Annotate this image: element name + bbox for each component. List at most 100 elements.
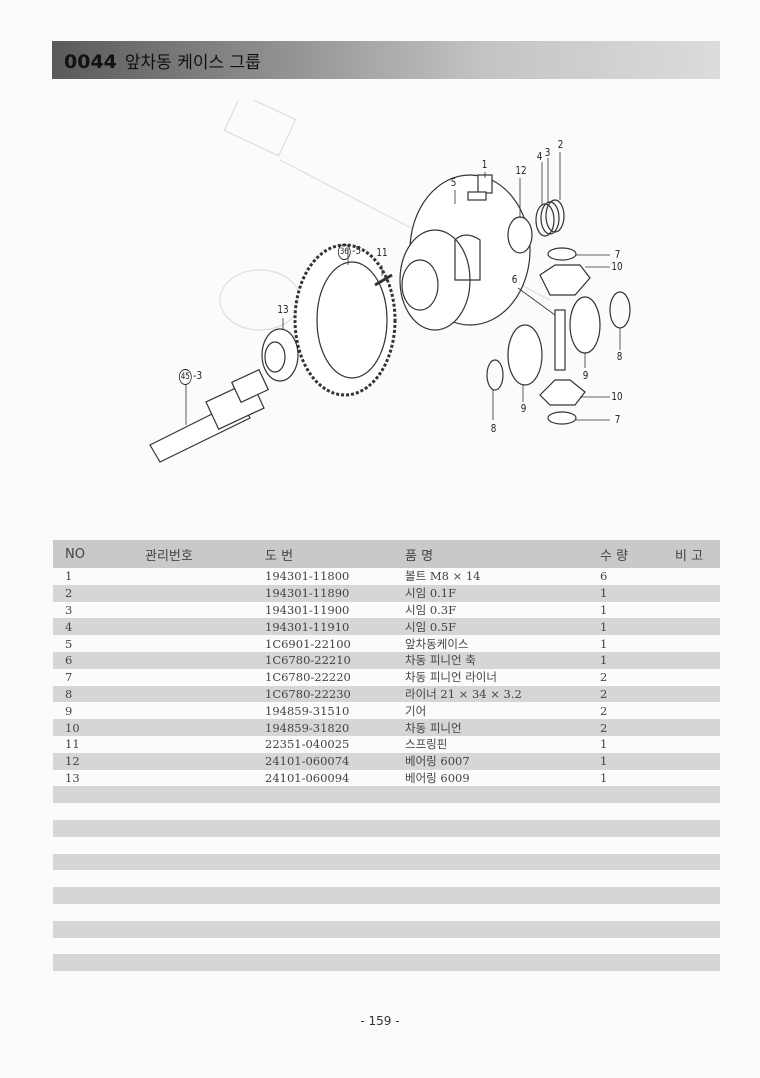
callout-7b: 7	[614, 413, 621, 426]
callout-7: 7	[614, 248, 621, 261]
cell-quantity	[600, 938, 675, 955]
cell-quantity: 2	[600, 685, 675, 703]
section-name: 앞차동 케이스 그룹	[124, 53, 261, 73]
callout-6: 6	[511, 273, 518, 286]
empty-table-row	[53, 870, 720, 887]
cell-quantity: 1	[600, 636, 608, 651]
cell-part-name	[405, 954, 600, 972]
callout-8b: 8	[490, 422, 497, 435]
cell-drawing-number	[265, 803, 405, 820]
cell-drawing-number: 194301-11910	[265, 618, 405, 636]
cell-no	[53, 803, 145, 820]
cell-part-name	[405, 819, 600, 837]
header-drawing-number: 도 번	[265, 540, 405, 568]
empty-table-row	[53, 803, 720, 820]
callout-1: 1	[481, 158, 488, 171]
cell-drawing-number	[265, 819, 405, 837]
cell-remarks	[675, 651, 720, 669]
cell-management-number	[145, 584, 265, 602]
cell-management-number	[145, 736, 265, 753]
cell-quantity	[600, 803, 675, 820]
cell-no	[53, 870, 145, 887]
cell-quantity	[600, 786, 675, 804]
empty-table-row	[53, 904, 720, 921]
cell-drawing-number: 194859-31820	[265, 719, 405, 736]
callout-45-3: 45-3	[178, 369, 202, 385]
callout-10b: 10	[611, 390, 623, 403]
cell-quantity	[600, 920, 675, 938]
cell-part-name: 스프링핀	[405, 737, 448, 752]
cell-remarks	[675, 870, 720, 887]
cell-remarks	[675, 786, 720, 804]
cell-quantity	[600, 837, 675, 854]
cell-quantity: 2	[600, 670, 608, 685]
cell-no: 4	[53, 618, 145, 636]
cell-part-name: 베어링 6007	[405, 752, 600, 770]
cell-quantity: 1	[600, 584, 675, 602]
cell-no: 13	[65, 770, 80, 785]
cell-part-name	[405, 938, 600, 955]
cell-remarks	[675, 819, 720, 837]
cell-part-name	[405, 803, 600, 820]
cell-no	[53, 887, 145, 904]
differential-case	[399, 174, 531, 331]
cell-management-number	[145, 853, 265, 871]
cell-quantity: 1	[600, 737, 608, 752]
cell-no	[53, 938, 145, 955]
cell-remarks	[675, 602, 720, 619]
cell-remarks	[675, 669, 720, 686]
diagram-drawing	[149, 100, 631, 463]
cell-part-name: 시임 0.3F	[405, 602, 457, 617]
pinion-10	[539, 264, 591, 296]
cell-no	[53, 786, 145, 804]
cell-drawing-number: 1C6780-22210	[265, 651, 405, 669]
cell-drawing-number	[265, 920, 405, 938]
callout-13: 13	[277, 303, 289, 316]
cell-drawing-number	[265, 853, 405, 871]
cell-drawing-number	[265, 904, 405, 921]
cell-no: 1	[65, 569, 73, 584]
side-gear-9b	[507, 324, 543, 386]
cell-drawing-number: 1C6780-22220	[265, 670, 351, 685]
cell-part-name: 베어링 6009	[405, 770, 470, 785]
callout-45: 45	[178, 369, 192, 385]
cell-no	[53, 853, 145, 871]
cell-quantity: 2	[600, 719, 675, 736]
cell-quantity	[600, 954, 675, 972]
empty-table-row	[53, 954, 720, 972]
cell-management-number	[145, 602, 265, 619]
washer-8	[609, 291, 631, 329]
cell-quantity: 1	[600, 602, 608, 617]
cell-part-name: 차동 피니언	[405, 719, 600, 736]
cell-quantity: 1	[600, 651, 675, 669]
callout-5: 5	[450, 176, 457, 189]
cell-no: 12	[53, 752, 145, 770]
cell-part-name	[405, 837, 600, 854]
callout-10: 10	[611, 260, 623, 273]
cell-management-number	[145, 803, 265, 820]
exploded-parts-diagram: 1 12 4 3 2 5 36-5 11 13 45-3 7 10 6 8 9 …	[130, 100, 670, 480]
cell-part-name: 앞차동케이스	[405, 636, 469, 651]
cell-part-name: 시임 0.5F	[405, 618, 600, 636]
cell-remarks	[675, 954, 720, 972]
cell-management-number	[145, 954, 265, 972]
cell-remarks	[675, 920, 720, 938]
cell-remarks	[675, 904, 720, 921]
cell-part-name	[405, 786, 600, 804]
cell-management-number	[145, 635, 265, 652]
cell-drawing-number: 24101-060094	[265, 770, 350, 785]
cell-drawing-number: 24101-060074	[265, 752, 405, 770]
cell-management-number	[145, 669, 265, 686]
header-part-name: 품 명	[405, 540, 600, 568]
cell-part-name	[405, 920, 600, 938]
cell-drawing-number	[265, 938, 405, 955]
callout-8: 8	[616, 350, 623, 363]
header-quantity: 수 량	[600, 540, 675, 568]
